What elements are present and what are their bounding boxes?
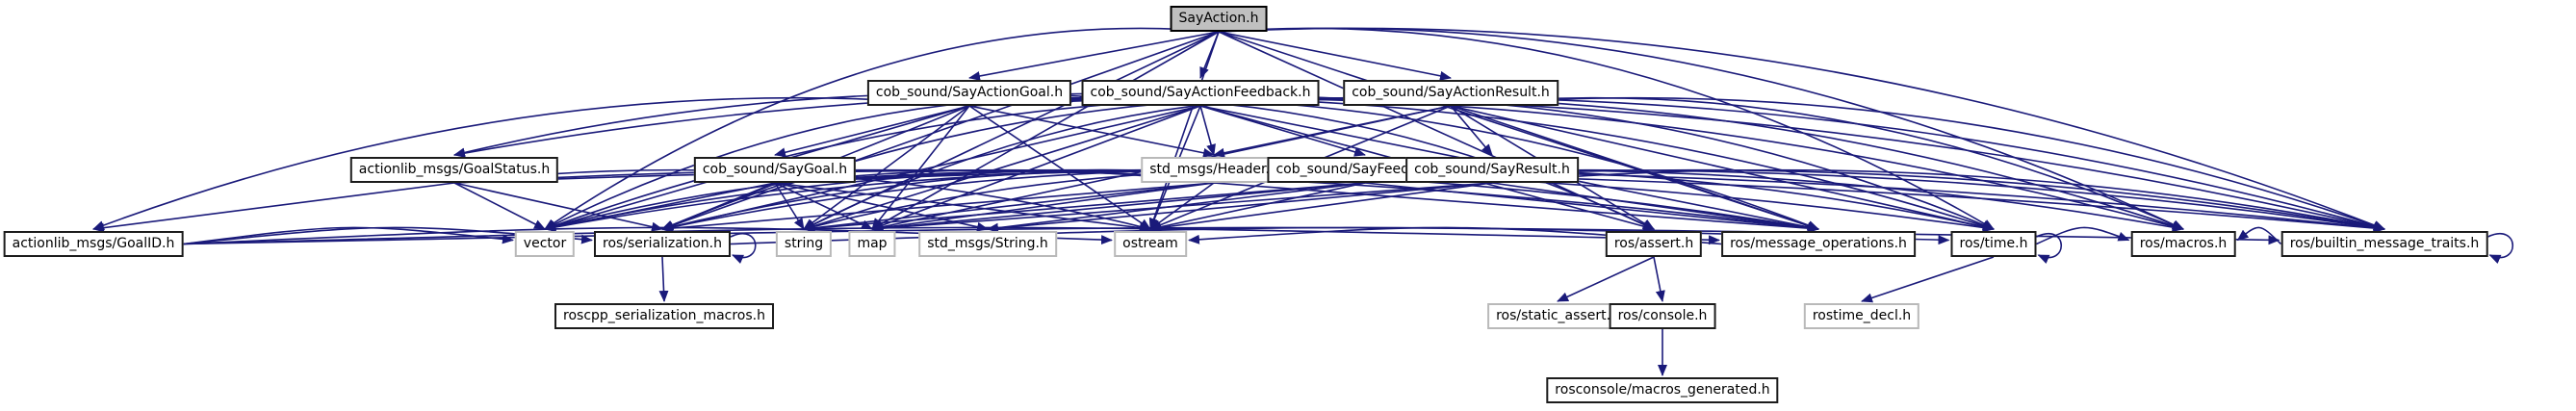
node-goalstatus[interactable]: actionlib_msgs/GoalStatus.h xyxy=(349,157,559,183)
node-traits[interactable]: ros/builtin_message_traits.h xyxy=(2280,231,2488,257)
edge-serialization-to-sermacros xyxy=(658,256,669,302)
edge-goalid-to-vector xyxy=(183,226,514,245)
edge-sayaction-to-macros xyxy=(1218,27,2184,230)
edge-sayaction-to-map xyxy=(871,31,1220,230)
edge-sayaction-to-sayactionresult xyxy=(1218,31,1452,81)
edge-time-to-rostimedecl xyxy=(1861,256,1995,303)
node-stdstring: std_msgs/String.h xyxy=(918,231,1057,257)
edge-sayactionresult-to-msgops xyxy=(1450,105,1819,231)
edge-goalstatus-to-goalid xyxy=(92,182,455,233)
edge-sayactionresult-to-time xyxy=(1450,105,1995,232)
edge-traits-to-macros xyxy=(2236,226,2282,245)
node-sermacros[interactable]: roscpp_serialization_macros.h xyxy=(554,303,774,329)
node-rostimedecl: rostime_decl.h xyxy=(1803,303,1920,329)
edge-sayresult-to-map xyxy=(871,182,1493,234)
self-loop-serialization xyxy=(730,233,757,264)
edge-header-to-vector xyxy=(544,168,1215,232)
edge-time-to-macros xyxy=(2036,226,2130,245)
edge-saygoal-to-ostream xyxy=(774,182,1151,233)
edge-sayresult-to-ostream xyxy=(1149,182,1493,233)
edge-goalstatus-to-vector xyxy=(453,182,546,230)
node-time[interactable]: ros/time.h xyxy=(1950,231,2037,257)
node-serialization[interactable]: ros/serialization.h xyxy=(593,231,732,257)
edge-goalstatus-to-serialization xyxy=(453,182,663,232)
edge-header-to-map xyxy=(871,182,1215,233)
edge-header-to-serialization xyxy=(661,182,1215,234)
node-ostream: ostream xyxy=(1114,231,1187,257)
node-saygoal[interactable]: cob_sound/SayGoal.h xyxy=(693,157,857,183)
edge-sayactionfeedback-to-map xyxy=(871,105,1201,230)
edge-sayaction-to-traits xyxy=(1218,27,2385,230)
edge-assert-to-staticassert xyxy=(1557,256,1655,302)
node-sayactionfeedback[interactable]: cob_sound/SayActionFeedback.h xyxy=(1081,80,1320,106)
edge-sayaction-to-vector xyxy=(544,27,1220,230)
edge-goalid-to-msgops xyxy=(183,226,1720,245)
node-vector: vector xyxy=(514,231,576,257)
node-sayactiongoal[interactable]: cob_sound/SayActionGoal.h xyxy=(866,80,1072,106)
node-macros[interactable]: ros/macros.h xyxy=(2130,231,2236,257)
edge-sayresult-to-traits xyxy=(1491,168,2385,232)
node-sayresult[interactable]: cob_sound/SayResult.h xyxy=(1405,157,1579,183)
edge-sayresult-to-msgops xyxy=(1491,182,1819,233)
edge-sayaction-to-sayactiongoal xyxy=(968,31,1220,81)
edge-goalstatus-to-msgops xyxy=(453,168,1819,233)
node-map: map xyxy=(848,231,896,257)
node-header: std_msgs/Header.h xyxy=(1141,157,1287,183)
node-console[interactable]: ros/console.h xyxy=(1609,303,1716,329)
self-loop-time xyxy=(2036,233,2063,264)
edge-assert-to-console xyxy=(1653,256,1665,302)
edge-sayactionresult-to-sayresult xyxy=(1450,105,1493,156)
node-sayaction: SayAction.h xyxy=(1170,6,1268,32)
edge-saygoal-to-serialization xyxy=(661,182,776,230)
node-staticassert: ros/static_assert.h xyxy=(1487,303,1628,329)
edge-sayactionfeedback-to-header xyxy=(1199,105,1216,156)
edge-sayfeedback-to-map xyxy=(871,182,1366,233)
edge-sayactiongoal-to-map xyxy=(871,105,970,230)
edge-sayactiongoal-to-goalid xyxy=(92,96,970,230)
edge-sayresult-to-stdstring xyxy=(987,182,1493,233)
edge-sayactionfeedback-to-string xyxy=(803,105,1201,231)
edge-sayfeedback-to-ostream xyxy=(1149,182,1366,232)
edge-saygoal-to-map xyxy=(774,182,873,230)
node-assert[interactable]: ros/assert.h xyxy=(1605,231,1703,257)
edge-sayactiongoal-to-string xyxy=(803,105,970,230)
edge-sayfeedback-to-string xyxy=(803,182,1366,234)
node-macrosgen[interactable]: rosconsole/macros_generated.h xyxy=(1546,377,1779,403)
node-msgops[interactable]: ros/message_operations.h xyxy=(1721,231,1916,257)
edge-header-to-msgops xyxy=(1213,182,1819,234)
self-loop-traits xyxy=(2487,233,2514,264)
edge-sayactiongoal-to-saygoal xyxy=(774,105,970,158)
node-sayactionresult[interactable]: cob_sound/SayActionResult.h xyxy=(1343,80,1558,106)
edge-sayaction-to-ostream xyxy=(1148,31,1220,230)
node-goalid[interactable]: actionlib_msgs/GoalID.h xyxy=(3,231,184,257)
node-string: string xyxy=(775,231,833,257)
edge-header-to-string xyxy=(803,182,1215,233)
